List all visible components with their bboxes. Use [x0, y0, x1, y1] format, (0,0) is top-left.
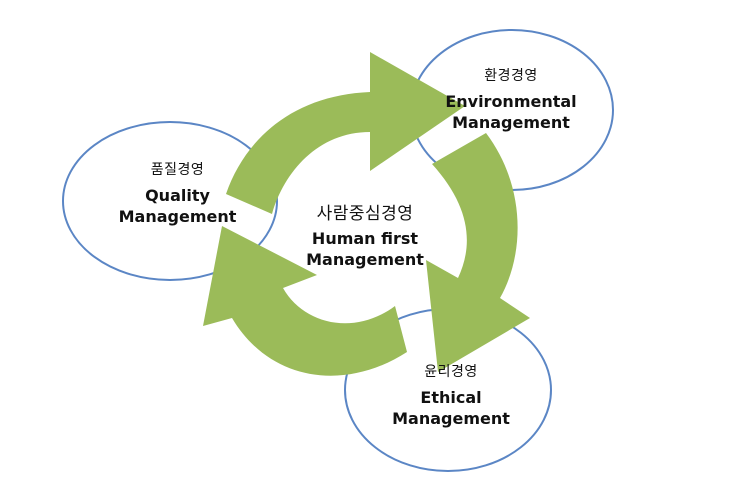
ethical-en-line2: Management: [392, 409, 510, 428]
ethical-ko-title: 윤리경영: [424, 364, 478, 380]
environmental-label: 환경경영 Environmental Management: [436, 65, 586, 133]
environmental-en-line2: Management: [452, 113, 570, 132]
quality-ko-title: 품질경영: [150, 162, 205, 178]
quality-label: 품질경영 Quality Management: [105, 159, 250, 227]
center-label: 사람중심경영 Human first Management: [292, 199, 438, 270]
center-en-line2: Management: [306, 250, 424, 269]
arrow-environmental-to-ethical: [426, 133, 530, 372]
quality-en-line1: Quality: [145, 186, 210, 205]
ethical-label: 윤리경영 Ethical Management: [376, 361, 526, 429]
arrow-quality-to-environmental: [226, 52, 465, 214]
ethical-en-line1: Ethical: [420, 388, 482, 407]
environmental-ko-title: 환경경영: [484, 68, 538, 84]
center-en-line1: Human first: [311, 229, 419, 248]
center-ko-title: 사람중심경영: [316, 204, 414, 224]
arrow-ethical-to-quality: [203, 226, 407, 376]
quality-en-line2: Management: [118, 207, 237, 226]
environmental-en-line1: Environmental: [445, 92, 577, 111]
